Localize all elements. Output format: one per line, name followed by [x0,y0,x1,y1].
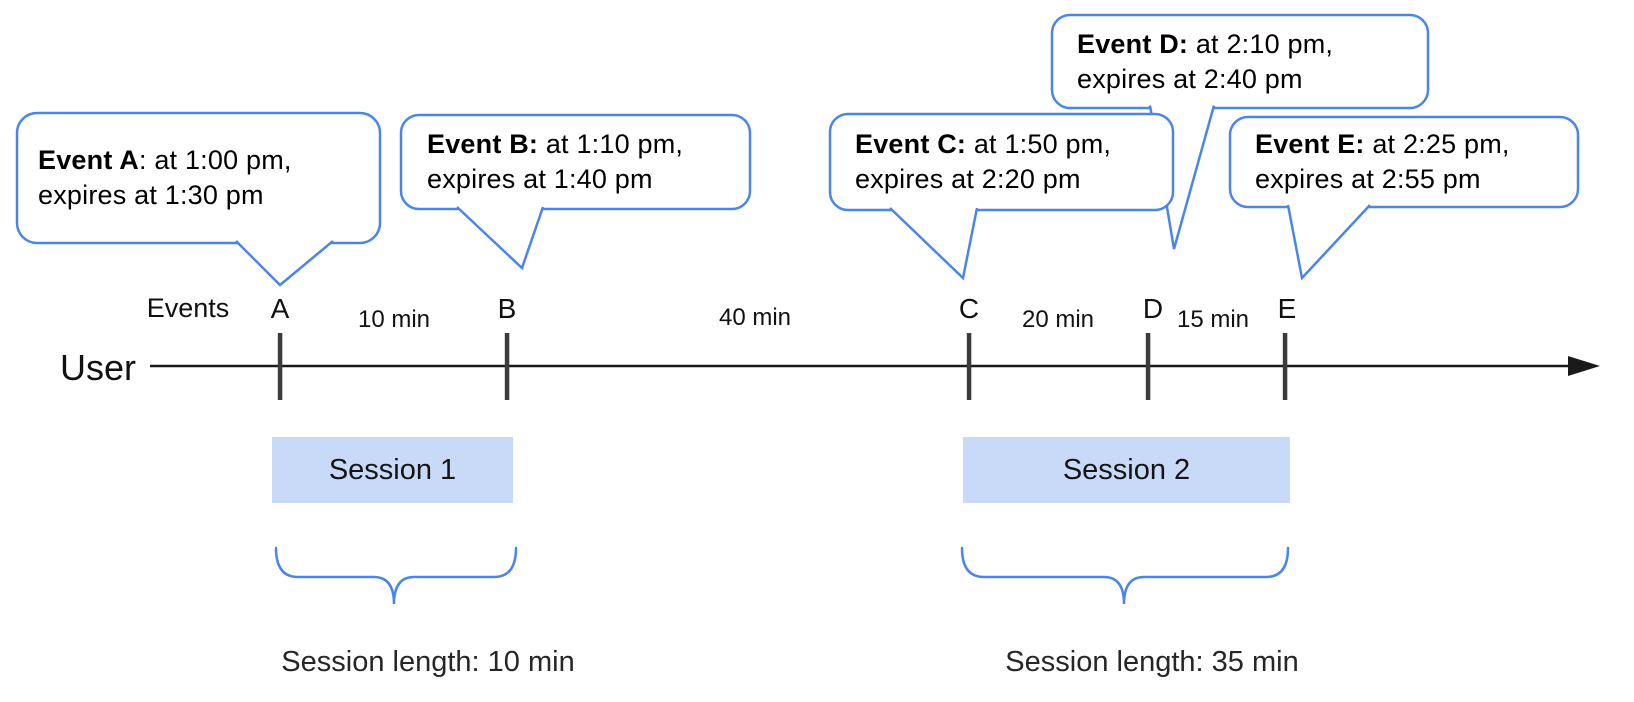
tick-label-c: C [958,293,980,324]
tick-label-e: E [1277,293,1297,324]
bubble-line-2: expires at 1:40 pm [427,164,653,194]
session-2-box [963,437,1290,503]
session-1-brace [274,546,518,605]
bubble-line-2: expires at 1:30 pm [38,180,264,210]
gap-label-a-b: 10 min [357,306,431,333]
event-name-bold: Event C: [855,129,967,159]
bubble-line-1: Event C: at 1:50 pm, [855,129,1112,159]
bubble-event-a [15,111,382,245]
tick-event-a [277,333,283,400]
event-name-bold: Event B: [427,129,539,159]
bubble-line-2: expires at 2:55 pm [1255,164,1481,194]
bubble-event-a-tail [235,240,334,287]
session-2-length-label: Session length: 35 min [1005,646,1299,678]
bubble-event-b [399,113,752,211]
bubble-event-e-text: Event E: at 2:25 pm, expires at 2:55 pm [1230,117,1578,207]
bubble-event-e [1228,115,1580,209]
session-2-label: Session 2 [1062,453,1191,486]
bubble-event-c-text: Event C: at 1:50 pm, expires at 2:20 pm [830,114,1173,210]
bubble-line-1: Event D: at 2:10 pm, [1077,28,1334,59]
session-1-length-label: Session length: 10 min [281,646,575,678]
bubble-event-d [1050,13,1430,110]
bubble-line-1: Event E: at 2:25 pm, [1255,129,1510,159]
timeline-arrowhead [1568,356,1600,376]
session-1-label: Session 1 [328,453,457,486]
bubble-event-e-tail [1286,204,1371,281]
gap-label-c-d: 20 min [1021,306,1095,333]
tick-label-d: D [1142,293,1164,324]
tick-event-d [1145,333,1151,400]
events-row-label: Events [146,293,230,323]
bubble-event-b-tail [456,206,545,271]
event-name-bold: Event D: [1077,28,1189,59]
session-1-box [272,437,513,503]
event-name-bold: Event A [38,145,139,175]
gap-label-b-c: 40 min [718,304,792,331]
tick-event-b [504,333,510,400]
bubble-event-d-text: Event D: at 2:10 pm, expires at 2:40 pm [1052,15,1428,108]
bubble-event-c [828,112,1175,212]
tick-event-e [1282,333,1288,400]
bubble-line-1: Event A: at 1:00 pm, [38,145,292,175]
tick-event-c [966,333,972,400]
bubble-event-b-text: Event B: at 1:10 pm, expires at 1:40 pm [401,115,750,209]
event-name-bold: Event E: [1255,129,1365,159]
user-axis-label: User [60,347,137,388]
bubble-line-2: expires at 2:40 pm [1077,63,1303,94]
session-2-brace [960,546,1290,605]
bubble-line-1: Event B: at 1:10 pm, [427,129,684,159]
bubble-line-2: expires at 2:20 pm [855,164,1081,194]
bubble-event-a-text: Event A: at 1:00 pm, expires at 1:30 pm [17,113,380,243]
gap-label-d-e: 15 min [1176,306,1250,333]
bubble-event-c-tail [889,207,979,281]
tick-label-b: B [497,293,517,324]
tick-label-a: A [270,293,290,324]
